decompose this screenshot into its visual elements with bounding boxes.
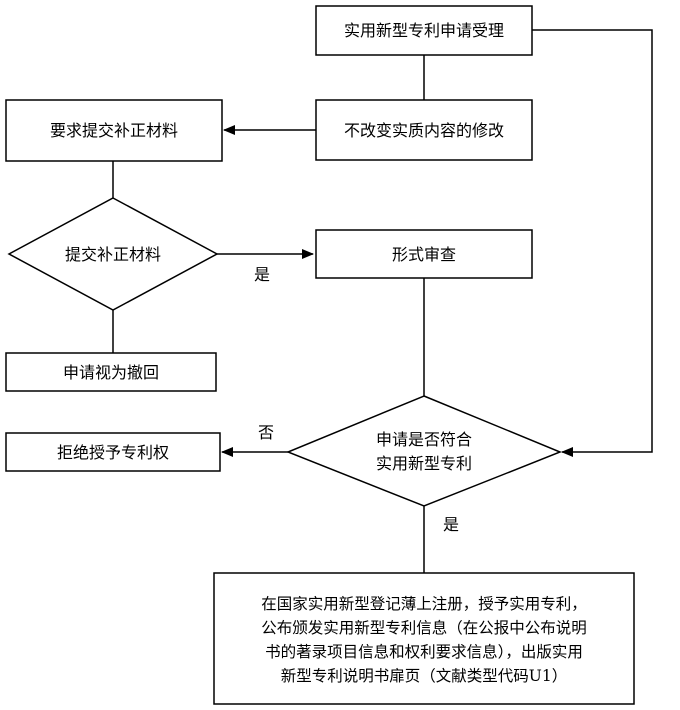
node-formal-box [315, 229, 533, 279]
node-final-label-line4: 新型专利说明书扉页（文献类型代码U1） [281, 667, 567, 685]
node-final-label-line1: 在国家实用新型登记薄上注册，授予实用专利， [261, 595, 587, 613]
node-require-box [5, 99, 223, 162]
edge-label-conform-no: 否 [258, 423, 274, 442]
edge-label-conform-yes: 是 [443, 515, 459, 534]
node-conform-label-line2: 实用新型专利 [376, 454, 472, 473]
node-conform-diamond [285, 395, 563, 507]
node-final-label-line2: 公布颁发实用新型专利信息（在公报中公布说明 [261, 619, 587, 637]
node-withdrawn-box [5, 352, 217, 392]
node-accept-label: 实用新型专利申请受理 [344, 21, 504, 40]
node-reject-label: 拒绝授予专利权 [57, 443, 169, 462]
node-modify-label: 不改变实质内容的修改 [344, 121, 504, 140]
node-final-label-line3: 书的著录项目信息和权利要求信息），出版实用 [265, 643, 583, 661]
edge-label-submit-yes: 是 [254, 265, 270, 284]
node-submit-label: 提交补正材料 [65, 245, 161, 264]
node-withdrawn-label: 申请视为撤回 [63, 363, 159, 382]
node-final-box [213, 572, 635, 705]
node-require-label: 要求提交补正材料 [50, 121, 178, 140]
node-submit-diamond [7, 197, 219, 311]
arrow-accept-loop-conform [532, 29, 653, 457]
node-accept-box [315, 5, 533, 56]
node-formal-label: 形式审查 [392, 245, 456, 264]
node-conform-label-line1: 申请是否符合 [376, 430, 472, 449]
node-modify-box [315, 99, 533, 161]
node-reject-box [5, 432, 221, 472]
